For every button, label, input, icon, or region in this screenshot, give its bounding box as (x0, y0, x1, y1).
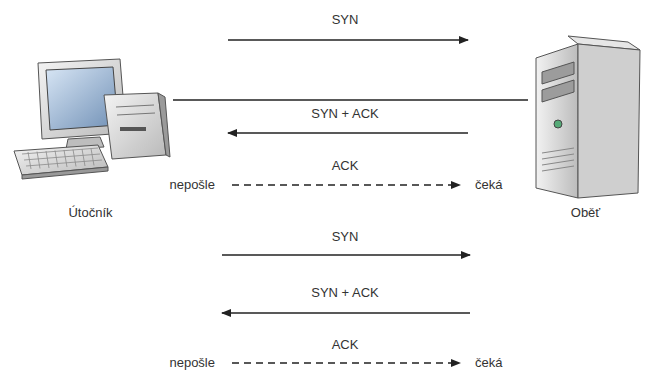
state-note: nepošle (169, 177, 215, 193)
packet-label: ACK (332, 337, 359, 353)
state-note: čeká (475, 177, 502, 193)
state-note: nepošle (169, 355, 215, 371)
packet-label: ACK (332, 158, 359, 174)
server-icon (528, 28, 643, 223)
network-link (173, 99, 528, 100)
attacker-computer: Útočník (8, 55, 173, 225)
node-caption: Oběť (571, 205, 600, 220)
packet-label: SYN + ACK (311, 106, 379, 122)
state-note: čeká (475, 355, 502, 371)
packet-label: SYN (332, 229, 359, 245)
computer-icon (8, 55, 173, 195)
victim-server: Oběť (528, 28, 643, 225)
packet-label: SYN + ACK (311, 285, 379, 301)
node-caption: Útočník (68, 205, 112, 220)
packet-label: SYN (332, 12, 359, 28)
